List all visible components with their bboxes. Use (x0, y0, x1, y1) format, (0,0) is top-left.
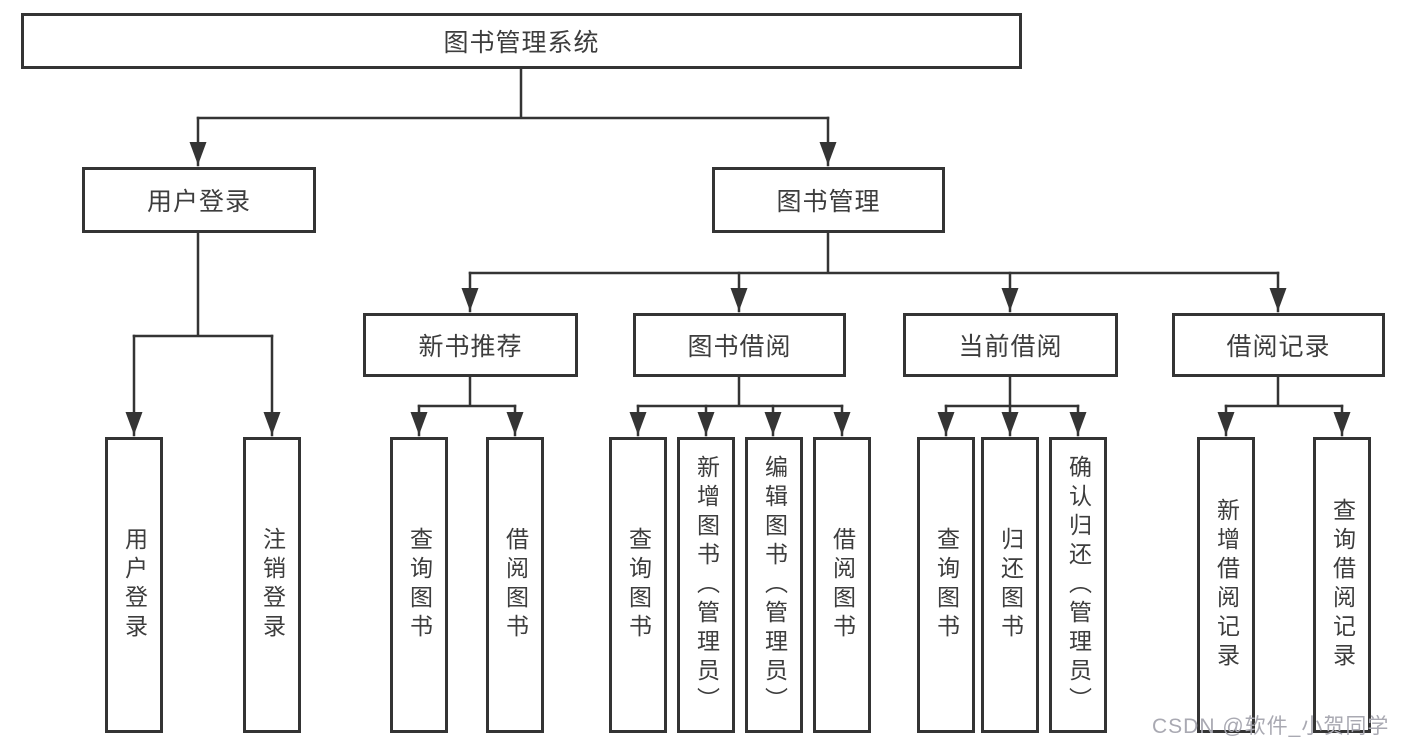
node-label: 图书管理系统 (443, 29, 600, 57)
leaf-label: 新增借阅记录 (1213, 498, 1240, 672)
leaf-query-books-borrow: 查询图书 (609, 437, 667, 733)
leaf-borrow-books-borrow: 借阅图书 (813, 437, 871, 733)
leaf-label: 查询图书 (625, 527, 652, 643)
leaf-logout: 注销登录 (243, 437, 301, 733)
node-label: 用户登录 (146, 188, 251, 216)
node-user-login: 用户登录 (82, 167, 316, 233)
leaf-label: 查询图书 (933, 527, 960, 643)
leaf-label: 归还图书 (997, 527, 1024, 643)
node-label: 图书管理 (776, 188, 881, 216)
leaf-edit-book-admin: 编辑图书（管理员） (745, 437, 803, 733)
node-current-borrow: 当前借阅 (903, 313, 1118, 377)
leaf-label: 借阅图书 (502, 527, 529, 643)
leaf-label: 查询图书 (406, 527, 433, 643)
node-label: 当前借阅 (958, 333, 1063, 361)
leaf-confirm-return-admin: 确认归还（管理员） (1049, 437, 1107, 733)
leaf-label: 编辑图书（管理员） (761, 454, 788, 716)
leaf-add-borrow-record: 新增借阅记录 (1197, 437, 1255, 733)
node-label: 新书推荐 (418, 333, 523, 361)
leaf-label: 用户登录 (121, 527, 148, 643)
leaf-query-borrow-record: 查询借阅记录 (1313, 437, 1371, 733)
leaf-query-books-current: 查询图书 (917, 437, 975, 733)
leaf-user-login: 用户登录 (105, 437, 163, 733)
watermark: CSDN @软件_小贺同学 (1152, 715, 1390, 738)
leaf-query-books-recommend: 查询图书 (390, 437, 448, 733)
leaf-borrow-books-recommend: 借阅图书 (486, 437, 544, 733)
leaf-label: 注销登录 (259, 527, 286, 643)
leaf-return-book: 归还图书 (981, 437, 1039, 733)
leaf-label: 新增图书（管理员） (693, 454, 720, 716)
node-book-borrow: 图书借阅 (633, 313, 846, 377)
node-label: 借阅记录 (1226, 333, 1331, 361)
node-borrow-records: 借阅记录 (1172, 313, 1385, 377)
node-label: 图书借阅 (687, 333, 792, 361)
leaf-label: 借阅图书 (829, 527, 856, 643)
node-book-management: 图书管理 (712, 167, 945, 233)
node-book-management-system: 图书管理系统 (21, 13, 1022, 69)
leaf-label: 确认归还（管理员） (1065, 454, 1092, 716)
node-new-book-recommend: 新书推荐 (363, 313, 578, 377)
leaf-label: 查询借阅记录 (1329, 498, 1356, 672)
leaf-add-book-admin: 新增图书（管理员） (677, 437, 735, 733)
